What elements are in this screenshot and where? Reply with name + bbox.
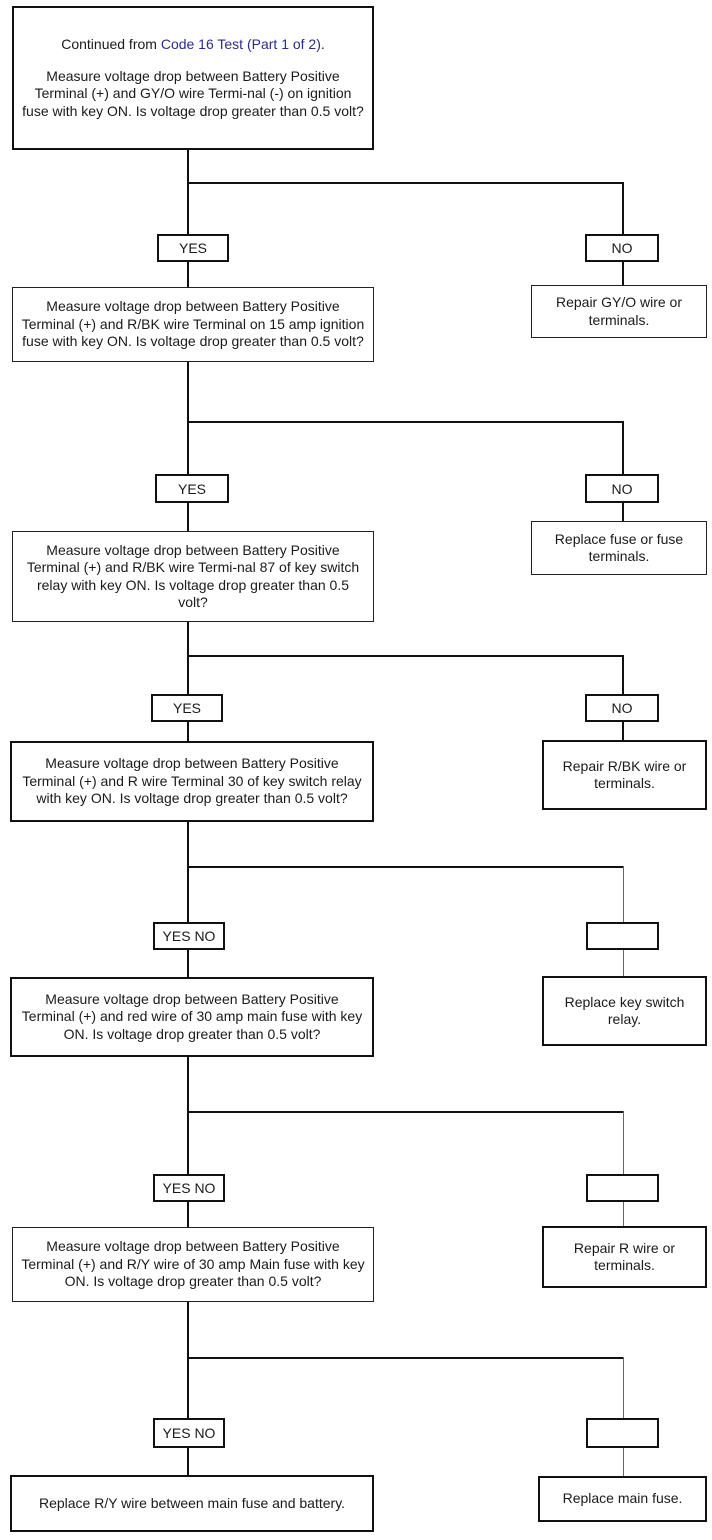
connector-line [187,262,189,287]
no-label-empty [586,1174,659,1202]
action-text: Repair GY/O wire or terminals. [555,294,683,328]
action-box: Repair R/BK wire or terminals. [542,740,707,810]
step-box: Measure voltage drop between Battery Pos… [10,977,374,1057]
step-question: Measure voltage drop between Battery Pos… [26,541,360,611]
yes-label: YES [155,474,229,503]
connector-line [187,503,189,531]
connector-line [622,722,624,740]
connector-line [187,150,189,234]
step-question: Measure voltage drop between Battery Pos… [21,298,365,350]
connector-line [187,182,624,184]
connector-line [623,1357,624,1418]
no-label: NO [585,694,659,722]
step-question: Measure voltage drop between Battery Pos… [21,990,363,1042]
yes-label: YES [151,694,223,722]
action-box: Replace fuse or fuse terminals. [531,521,707,575]
step-question: Measure voltage drop between Battery Pos… [22,755,362,807]
no-label: NO [585,474,659,503]
action-text: Repair R wire or terminals. [573,1239,676,1274]
connector-line [623,866,624,922]
action-box: Repair R wire or terminals. [542,1226,707,1288]
action-box: Replace main fuse. [538,1476,707,1522]
action-box: Replace key switch relay. [542,976,707,1046]
start-step-box: Continued from Code 16 Test (Part 1 of 2… [12,6,374,150]
connector-line [623,1448,624,1476]
step-box: Measure voltage drop between Battery Pos… [12,287,374,362]
connector-line [622,182,624,234]
connector-line [187,866,624,868]
connector-line [187,1448,189,1475]
yes-label: YES [157,234,229,262]
connector-line [187,1302,189,1418]
connector-line [187,622,189,694]
connector-line [187,655,624,657]
connector-line [622,421,624,474]
final-step-box: Replace R/Y wire between main fuse and b… [10,1475,374,1532]
previous-test-link[interactable]: Code 16 Test (Part 1 of 2) [160,36,321,52]
connector-line [622,503,624,521]
connector-line [187,1357,624,1359]
action-text: Repair R/BK wire or terminals. [562,757,687,792]
connector-line [623,1111,624,1174]
yes-no-label: YES NO [153,1174,225,1202]
connector-line [187,950,189,977]
step-question: Measure voltage drop between Battery Pos… [22,67,364,119]
yes-no-label: YES NO [153,1418,225,1448]
step-box: Measure voltage drop between Battery Pos… [12,531,374,622]
action-text: Replace fuse or fuse terminals. [554,530,684,565]
connector-line [187,1057,189,1174]
action-text: Replace main fuse. [562,1490,683,1507]
continued-from-line: Continued from Code 16 Test (Part 1 of 2… [61,36,325,54]
connector-line [187,421,624,423]
no-label: NO [585,234,659,262]
step-box: Measure voltage drop between Battery Pos… [12,1227,374,1302]
action-box: Repair GY/O wire or terminals. [531,285,707,338]
continued-from-text: Continued from [61,36,161,52]
connector-line [187,362,189,474]
action-text: Replace key switch relay. [564,993,685,1028]
step-question: Measure voltage drop between Battery Pos… [21,1238,365,1290]
connector-line [622,262,624,285]
connector-line [187,722,189,741]
connector-line [622,655,624,694]
yes-no-label: YES NO [153,922,225,950]
no-label-empty [586,922,659,950]
connector-line [623,1202,624,1226]
step-question: Replace R/Y wire between main fuse and b… [38,1494,346,1511]
connector-line [623,950,624,976]
connector-line [187,822,189,922]
continued-from-suffix: . [320,36,325,52]
connector-line [187,1202,189,1227]
no-label-empty [586,1418,659,1448]
step-box: Measure voltage drop between Battery Pos… [10,741,374,822]
connector-line [187,1111,624,1113]
